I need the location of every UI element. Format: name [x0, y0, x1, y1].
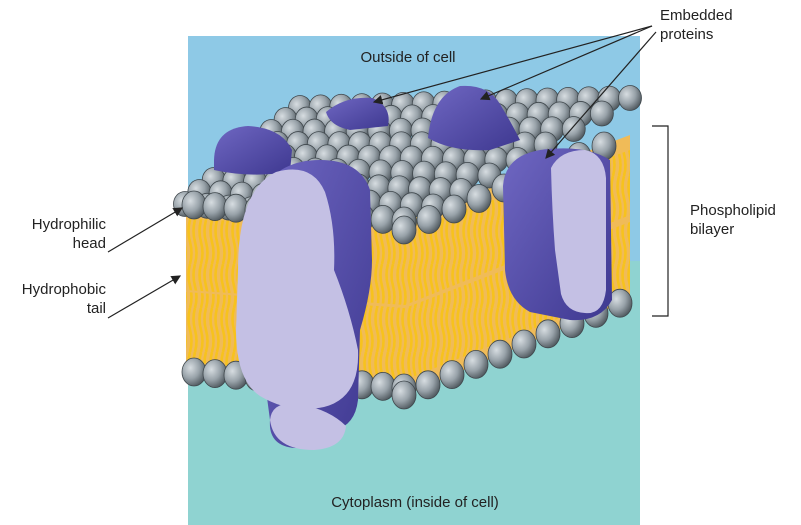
phospholipid-head: [371, 205, 395, 233]
phospholipid-head: [467, 185, 491, 213]
phospholipid-head: [182, 358, 206, 386]
phospholipid-head: [464, 350, 488, 378]
cytoplasm-label: Cytoplasm (inside of cell): [300, 493, 530, 512]
phospholipid-head: [512, 330, 536, 358]
phospholipid-head: [440, 361, 464, 389]
phospholipid-head: [392, 381, 416, 409]
phospholipid-bilayer-line-2: bilayer: [690, 220, 776, 239]
arrow-to-hydrophilic-head: [108, 208, 182, 252]
phospholipid-head: [619, 86, 642, 111]
embedded-proteins-line-2: proteins: [660, 25, 733, 44]
phospholipid-head: [536, 320, 560, 348]
hydrophobic-tail-line-1: Hydrophobic: [8, 280, 106, 299]
hydrophilic-head-label: Hydrophilic head: [10, 215, 106, 253]
outside-of-cell-label: Outside of cell: [333, 48, 483, 67]
hydrophilic-head-line-2: head: [10, 234, 106, 253]
phospholipid-head: [182, 191, 206, 219]
phospholipid-head: [203, 193, 227, 221]
phospholipid-head: [416, 371, 440, 399]
embedded-proteins-line-1: Embedded: [660, 6, 733, 25]
arrow-to-hydrophobic-tail: [108, 276, 180, 318]
phospholipid-head: [371, 372, 395, 400]
phospholipid-head: [488, 340, 512, 368]
hydrophobic-tail-line-2: tail: [8, 299, 106, 318]
embedded-proteins-label: Embedded proteins: [660, 6, 733, 44]
phospholipid-head: [392, 216, 416, 244]
phospholipid-head: [442, 195, 466, 223]
phospholipid-head: [417, 206, 441, 234]
phospholipid-head: [203, 360, 227, 388]
bilayer-bracket: [652, 126, 668, 316]
phospholipid-head: [562, 117, 585, 142]
hydrophilic-head-line-1: Hydrophilic: [10, 215, 106, 234]
phospholipid-bilayer-label: Phospholipid bilayer: [690, 201, 776, 239]
hydrophobic-tail-label: Hydrophobic tail: [8, 280, 106, 318]
phospholipid-bilayer-line-1: Phospholipid: [690, 201, 776, 220]
phospholipid-head: [590, 101, 613, 126]
